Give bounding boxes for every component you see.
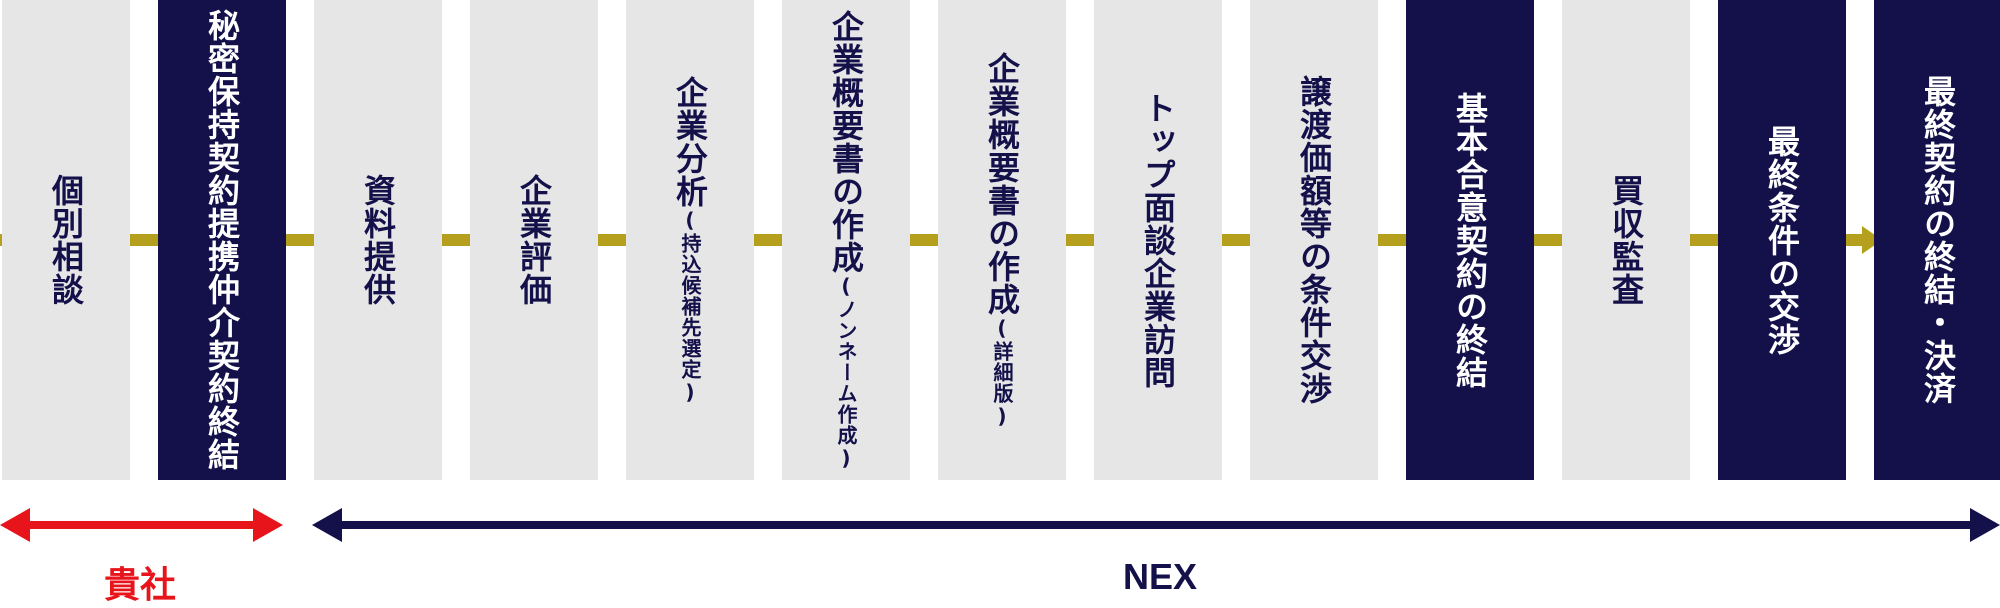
step-box-3: 資料提供 — [314, 0, 442, 480]
step-box-1: 個別相談 — [2, 0, 130, 480]
step-text: 譲渡価額等の条件交渉 — [1295, 75, 1333, 405]
step-box-7: 企業概要書の作成(詳細版) — [938, 0, 1066, 480]
step-text: 企業概要書の作成(ノンネーム作成) — [827, 10, 865, 471]
client-arrow-head-right — [253, 508, 283, 542]
step-line: 個別相談 — [47, 174, 85, 306]
step-text: 最終条件の交渉 — [1763, 125, 1801, 356]
nex-arrow-head-left — [312, 508, 342, 542]
step-text: 基本合意契約の終結 — [1451, 92, 1489, 389]
step-box-10: 基本合意契約の終結 — [1406, 0, 1534, 480]
step-box-8: トップ面談企業訪問 — [1094, 0, 1222, 480]
step-line: 資料提供 — [359, 174, 397, 306]
step-line: 最終契約の終結・決済 — [1919, 75, 1957, 405]
client-range-arrow — [0, 508, 283, 542]
step-box-9: 譲渡価額等の条件交渉 — [1250, 0, 1378, 480]
step-line: 企業訪問 — [1139, 256, 1177, 389]
connector-line — [0, 234, 1874, 246]
step-line: 企業分析 — [671, 75, 709, 208]
step-line: 提携仲介契約終結 — [203, 207, 241, 471]
nex-arrow-shaft — [330, 521, 1970, 529]
step-text: 企業概要書の作成(詳細版) — [983, 52, 1021, 429]
step-line: 秘密保持契約 — [203, 9, 241, 207]
nex-arrow-head-right — [1970, 508, 2000, 542]
step-text: トップ面談企業訪問 — [1139, 92, 1177, 389]
client-arrow-head-left — [0, 508, 30, 542]
connector-arrow-head — [1862, 226, 1882, 254]
step-text: 最終契約の終結・決済 — [1919, 75, 1957, 405]
step-text: 資料提供 — [359, 174, 397, 306]
step-line: 買収監査 — [1607, 174, 1645, 306]
step-line: 企業評価 — [515, 174, 553, 306]
step-text: 個別相談 — [47, 174, 85, 306]
step-line: 譲渡価額等の条件交渉 — [1295, 75, 1333, 405]
client-arrow-shaft — [22, 521, 262, 529]
step-box-13: 最終契約の終結・決済 — [1874, 0, 2000, 480]
step-subtitle: (ノンネーム作成) — [834, 273, 858, 471]
step-line: 基本合意契約の終結 — [1451, 91, 1489, 389]
step-box-11: 買収監査 — [1562, 0, 1690, 480]
step-box-4: 企業評価 — [470, 0, 598, 480]
step-line: 企業概要書の作成 — [983, 51, 1021, 316]
step-subtitle: (詳細版) — [990, 315, 1014, 429]
step-text: 秘密保持契約提携仲介契約終結 — [203, 9, 241, 471]
step-text: 企業評価 — [515, 174, 553, 306]
step-line: 企業概要書の作成 — [827, 9, 865, 274]
step-box-6: 企業概要書の作成(ノンネーム作成) — [782, 0, 910, 480]
step-line: トップ面談 — [1139, 91, 1177, 257]
step-subtitle: (持込候補先選定) — [678, 207, 702, 405]
step-box-2: 秘密保持契約提携仲介契約終結 — [158, 0, 286, 480]
nex-range-arrow — [312, 508, 2000, 542]
step-box-5: 企業分析(持込候補先選定) — [626, 0, 754, 480]
step-text: 企業分析(持込候補先選定) — [671, 76, 709, 405]
step-box-12: 最終条件の交渉 — [1718, 0, 1846, 480]
step-text: 買収監査 — [1607, 174, 1645, 306]
nex-label: NEX — [1122, 556, 1198, 597]
client-label: 貴社 — [103, 564, 176, 605]
step-line: 最終条件の交渉 — [1763, 124, 1801, 356]
